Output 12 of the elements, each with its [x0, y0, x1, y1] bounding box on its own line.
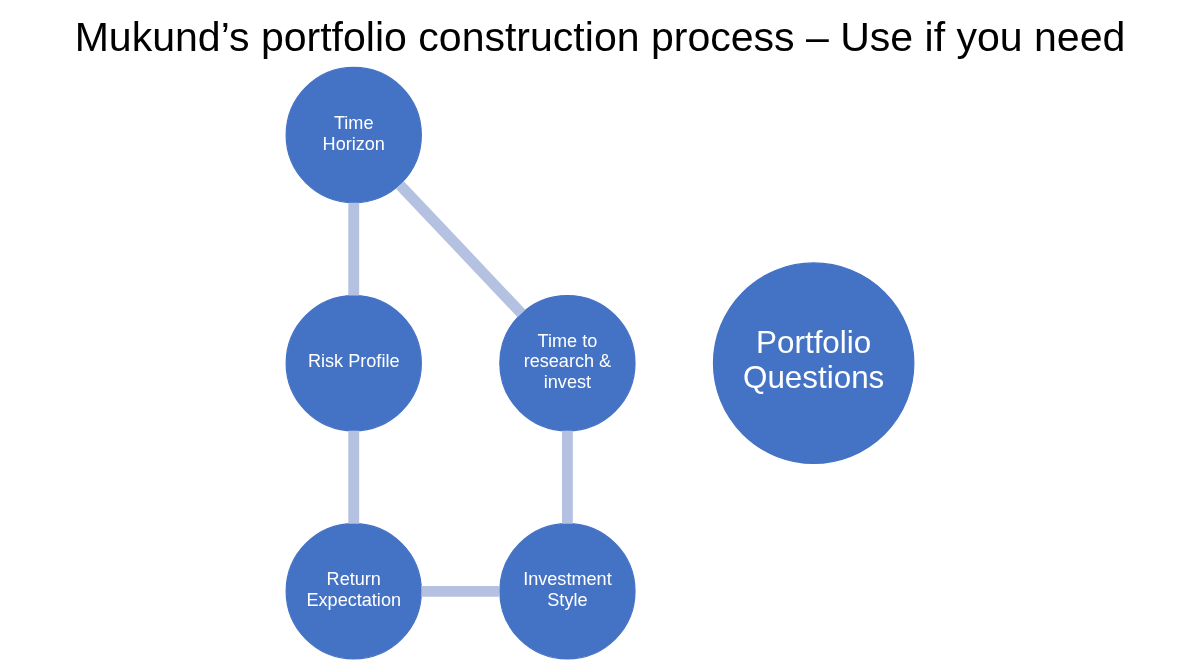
node-circle: Portfolio Questions	[712, 262, 915, 464]
connector	[421, 585, 500, 597]
node-circle: Time to research & invest	[499, 294, 636, 432]
diagram-title: Mukund’s portfolio construction process – Use if you need	[74, 13, 1126, 60]
node-circle: Time Horizon	[285, 66, 422, 204]
node-circle: Investment Style	[499, 523, 636, 660]
connector	[562, 430, 573, 524]
connector	[396, 181, 526, 318]
connector	[348, 202, 360, 296]
node-circle: Return Expectation	[285, 523, 422, 660]
node-circle: Risk Profile	[285, 294, 422, 432]
connector	[348, 430, 360, 524]
